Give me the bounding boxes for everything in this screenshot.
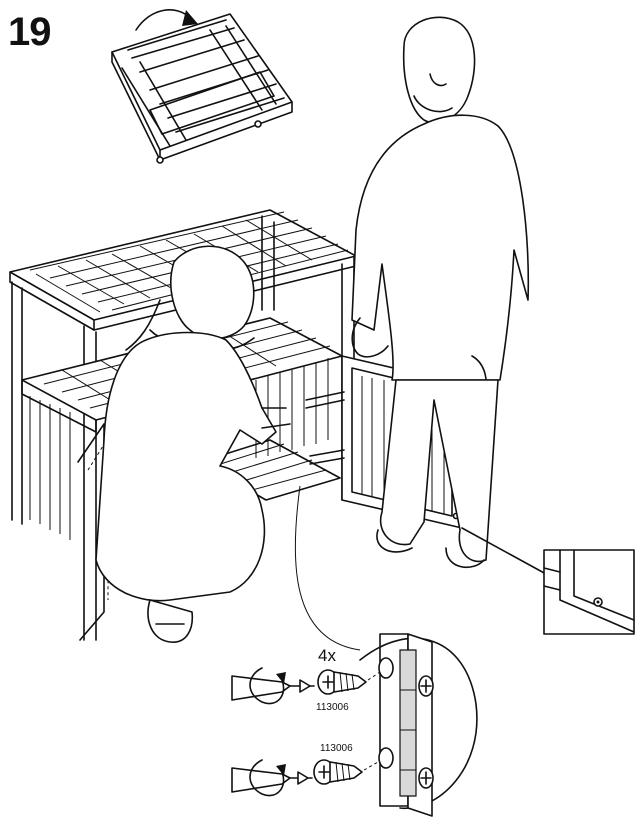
standing-person [351,16,530,568]
screw-part-number-top: 113006 [316,702,349,713]
screw-quantity-label: 4x [318,646,336,665]
detail-inset-corner [461,527,635,635]
screwdriver-icon [231,759,313,797]
shelf-flip-inset [111,13,293,164]
screw-icon [317,669,381,695]
crouching-person [95,245,291,643]
screw-part-number-bottom: 113006 [320,743,353,754]
step-number: 19 [8,10,51,54]
screwdriver-icon [231,667,315,705]
hinge-detail-callout [294,485,478,817]
screw-icon [313,759,379,785]
rotate-arrow-icon [135,9,198,31]
